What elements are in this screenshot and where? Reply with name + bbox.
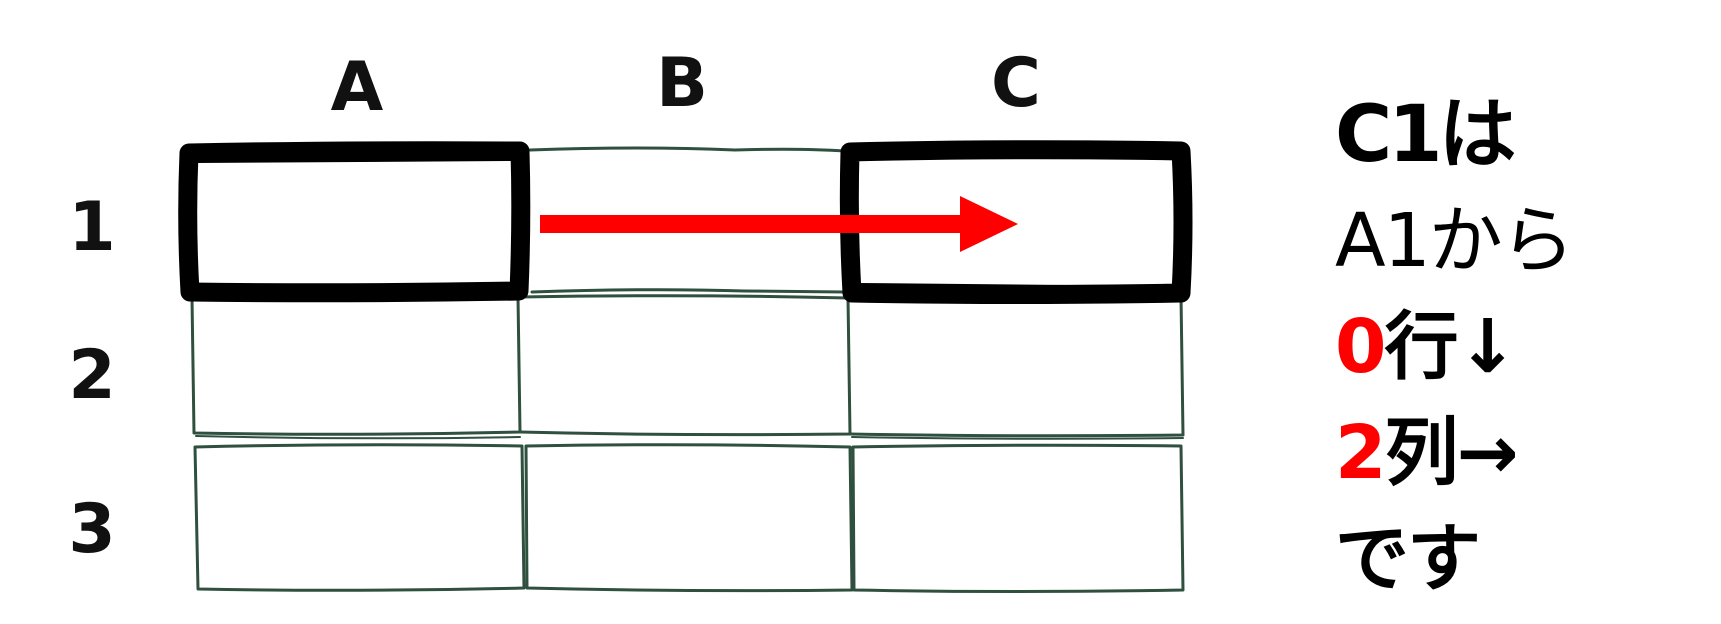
note-line-target: C1は bbox=[1335, 82, 1715, 188]
cell-c2 bbox=[846, 293, 1185, 438]
cell-b1 bbox=[528, 146, 847, 294]
column-header-a: A bbox=[331, 48, 384, 127]
row-offset-number: 0 bbox=[1335, 304, 1386, 390]
note-target-text: C1は bbox=[1335, 90, 1517, 180]
row-offset-text: 行↓ bbox=[1384, 304, 1519, 390]
column-header-c: C bbox=[991, 44, 1041, 123]
cell-a3 bbox=[193, 443, 526, 592]
column-header-b: B bbox=[656, 44, 708, 123]
cell-b2 bbox=[518, 294, 852, 437]
arrow-a1-to-c1 bbox=[540, 196, 1018, 252]
cell-c3 bbox=[851, 443, 1185, 593]
column-offset-text: 列→ bbox=[1384, 410, 1519, 496]
explanation-note: C1は A1から 0 行↓ 2 列→ です bbox=[1335, 82, 1715, 612]
column-offset-number: 2 bbox=[1335, 410, 1386, 496]
note-line-origin: A1から bbox=[1335, 188, 1715, 294]
note-closing-text: です bbox=[1335, 516, 1481, 602]
note-origin-text: A1から bbox=[1335, 198, 1575, 284]
note-line-columns: 2 列→ bbox=[1335, 400, 1715, 506]
row-header-3: 3 bbox=[68, 490, 115, 569]
row-header-2: 2 bbox=[68, 336, 115, 415]
cell-b3 bbox=[524, 443, 854, 593]
note-line-rows: 0 行↓ bbox=[1335, 294, 1715, 400]
row-header-1: 1 bbox=[68, 188, 115, 267]
cell-c1-highlight bbox=[839, 140, 1193, 304]
cell-a2 bbox=[190, 294, 522, 436]
cell-a1-highlight bbox=[178, 141, 531, 303]
note-line-closing: です bbox=[1335, 506, 1715, 612]
